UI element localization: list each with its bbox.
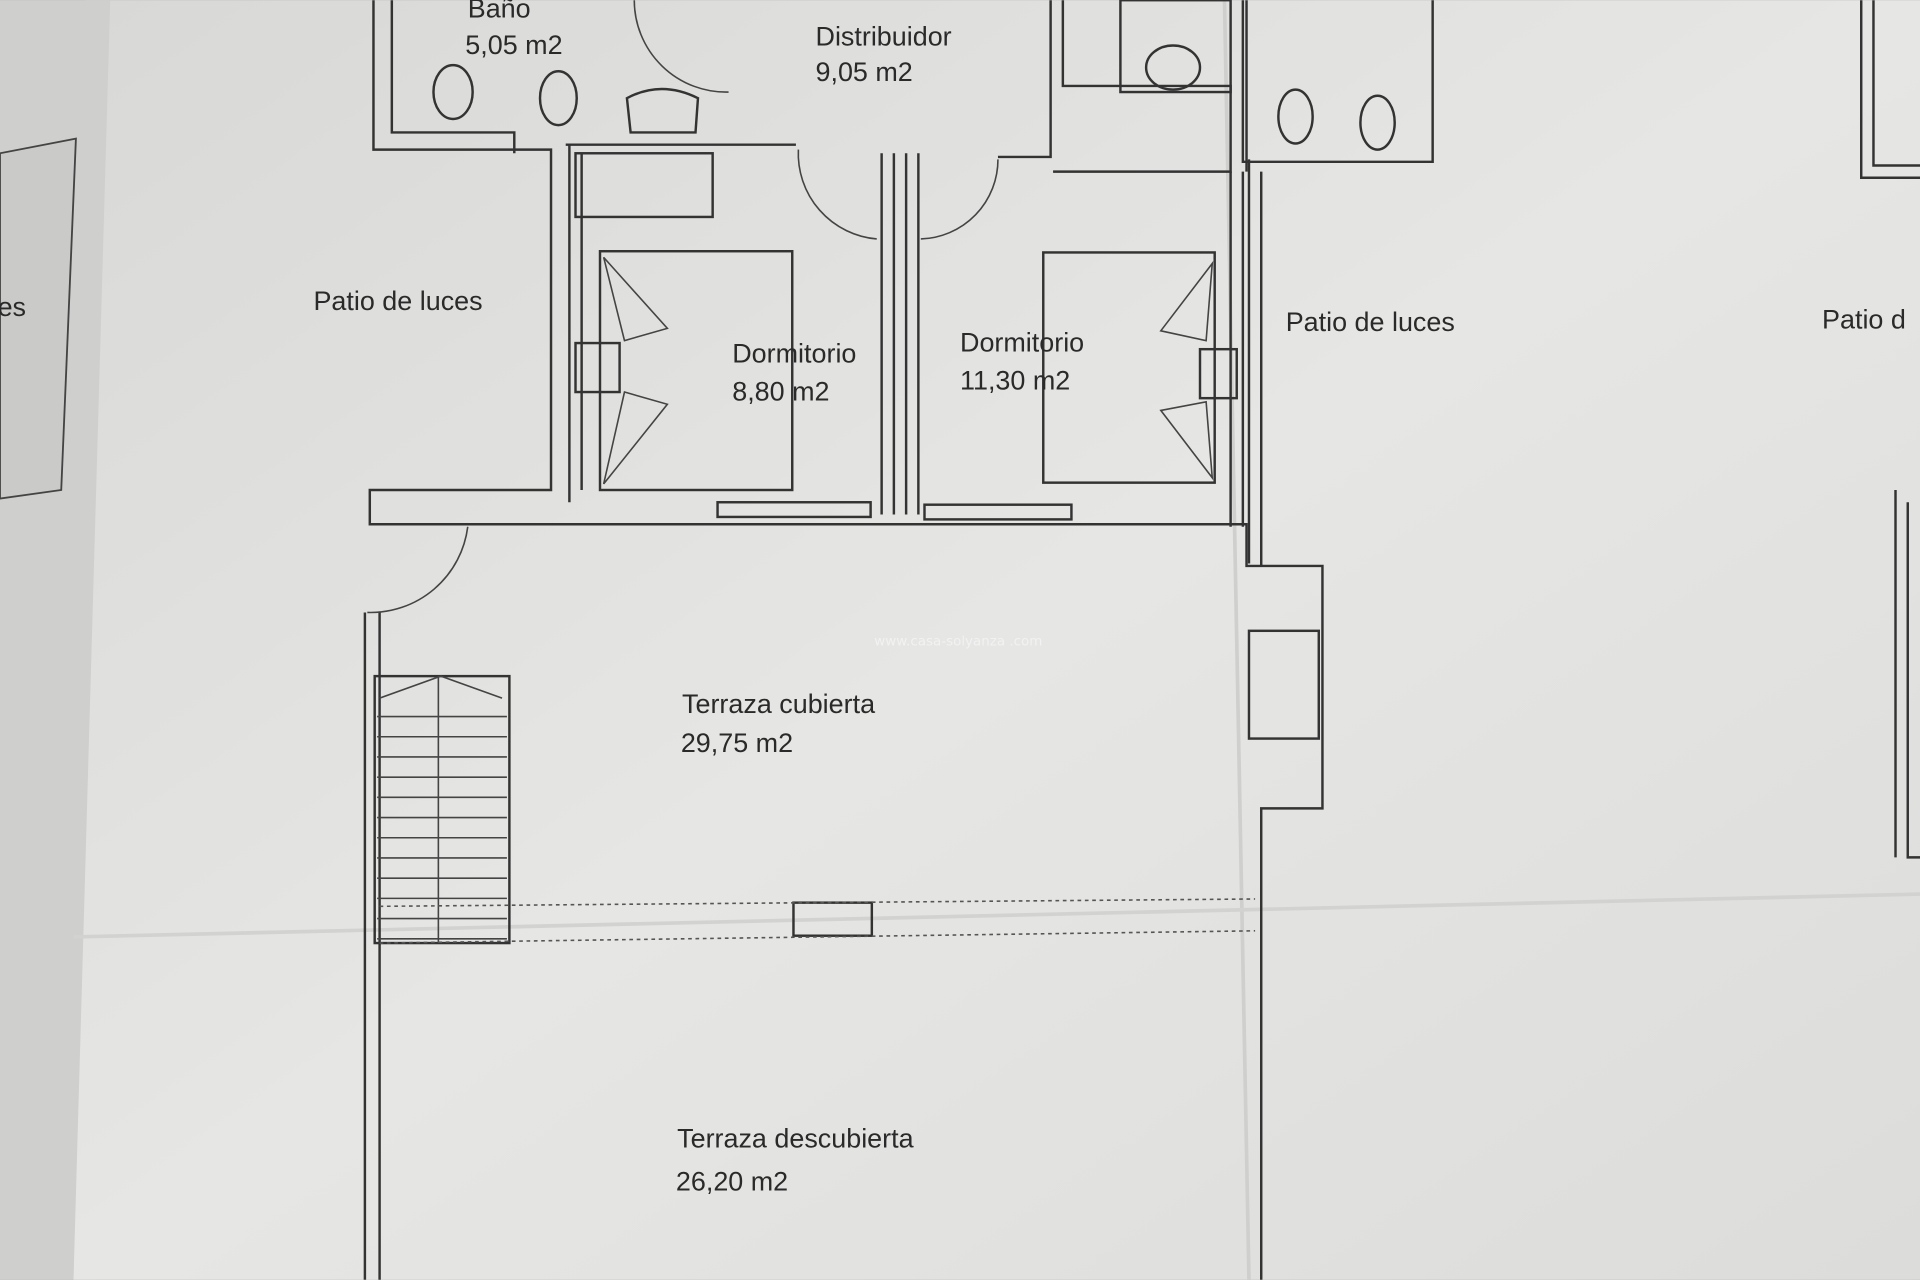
paper-sheet — [73, 0, 1920, 1280]
bathroom-fixtures — [432, 44, 1396, 151]
room-name-patio-right: Patio de luces — [1286, 307, 1455, 337]
bed-pillows — [602, 256, 1214, 485]
room-name-patio-left: Patio de luces — [313, 286, 482, 316]
room-name-dormitorio-2: Dormitorio — [960, 328, 1084, 358]
fold-crease — [73, 892, 1920, 939]
terrace-divider — [379, 898, 1256, 944]
doors — [367, 0, 999, 614]
room-area-terraza-descubierta: 26,20 m2 — [676, 1166, 788, 1196]
room-area-dormitorio-1: 8,80 m2 — [732, 377, 829, 407]
room-area-bano: 5,05 m2 — [465, 30, 562, 60]
room-name-bano: Baño — [468, 0, 531, 23]
fold-crease — [1222, 0, 1251, 1280]
room-name-terraza-descubierta: Terraza descubierta — [677, 1124, 913, 1154]
room-labels: Baño 5,05 m2 Distribuidor 9,05 m2 Patio … — [0, 0, 1906, 1196]
watermark: www.casa-solyanza .com — [874, 635, 1042, 650]
room-name-dormitorio-1: Dormitorio — [732, 339, 856, 369]
room-name-patio-edge: Patio d — [1822, 304, 1906, 334]
room-area-distribuidor: 9,05 m2 — [816, 57, 913, 87]
walls — [363, 0, 1920, 1280]
edge-text-fragment: es — [0, 292, 26, 322]
room-area-dormitorio-2: 11,30 m2 — [960, 366, 1070, 396]
left-sheet-room — [0, 137, 77, 500]
room-area-terraza-cubierta: 29,75 m2 — [681, 728, 793, 758]
room-name-terraza-cubierta: Terraza cubierta — [682, 689, 875, 719]
stair-treads — [377, 715, 507, 940]
room-name-distribuidor: Distribuidor — [816, 22, 952, 52]
